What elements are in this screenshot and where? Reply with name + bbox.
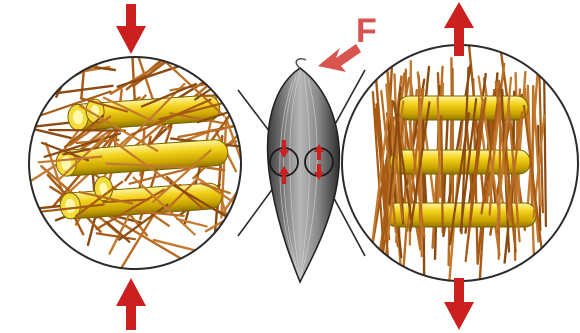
arrow-up-icon: [116, 278, 146, 330]
filament: [423, 98, 424, 287]
filament: [49, 130, 125, 131]
filament: [421, 99, 422, 256]
right-zoom-circle: [342, 41, 578, 287]
muscle-body: [268, 59, 340, 282]
arrow-down-icon: [116, 4, 146, 54]
filament: [532, 86, 533, 222]
filament: [222, 201, 246, 282]
left-zoom-circle: [10, 37, 266, 282]
force-indicator: F: [318, 12, 377, 72]
force-arrow-icon: [318, 44, 361, 72]
filament: [441, 116, 442, 232]
filament: [405, 70, 406, 219]
arrow-down-icon: [444, 278, 474, 330]
force-label: F: [356, 12, 377, 50]
